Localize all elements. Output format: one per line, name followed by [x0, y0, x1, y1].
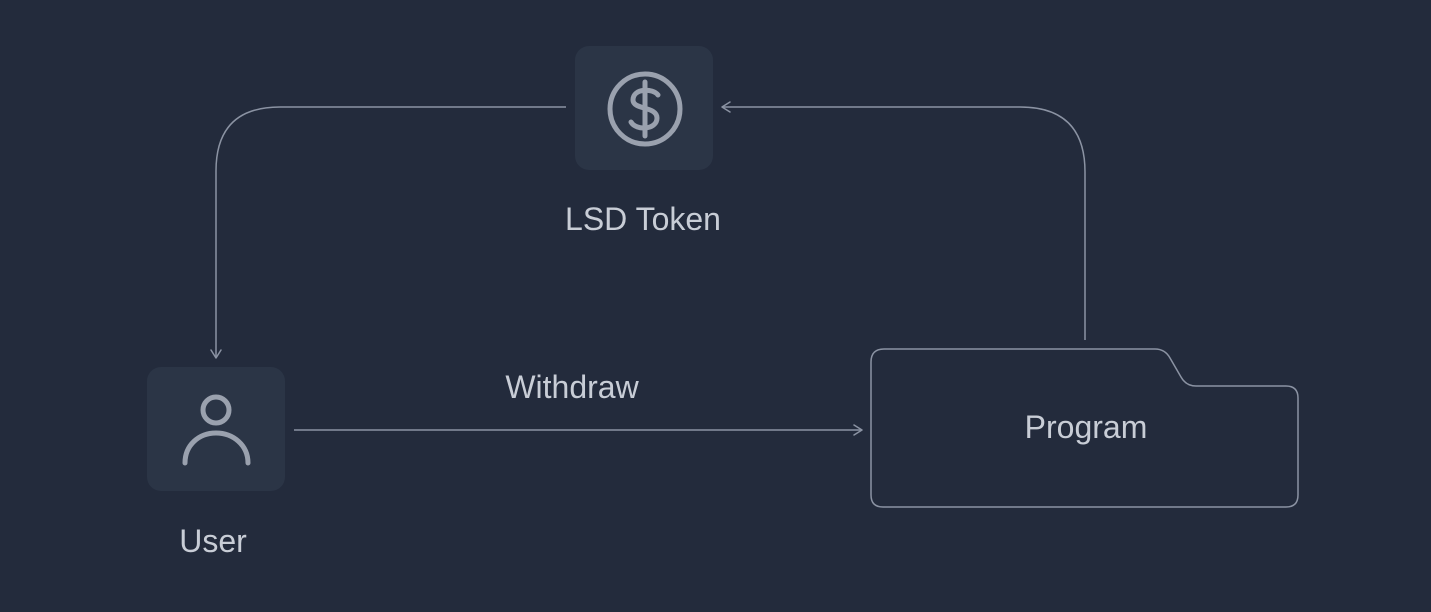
- node-program: Program: [870, 348, 1299, 508]
- dollar-circle-icon: [607, 71, 683, 147]
- edge-label-withdraw: Withdraw: [505, 369, 639, 405]
- user-tile: [147, 367, 285, 491]
- user-icon: [182, 394, 251, 466]
- program-folder-shape: [870, 348, 1299, 508]
- node-user: User: [147, 367, 285, 559]
- node-lsd-token: LSD Token: [565, 46, 721, 237]
- program-label: Program: [1025, 409, 1148, 445]
- lsd-token-label: LSD Token: [565, 201, 721, 237]
- connector-lsd-token-to-user: [210, 106, 566, 359]
- connector-program-to-lsd-token: [721, 101, 1086, 340]
- user-label: User: [179, 523, 247, 559]
